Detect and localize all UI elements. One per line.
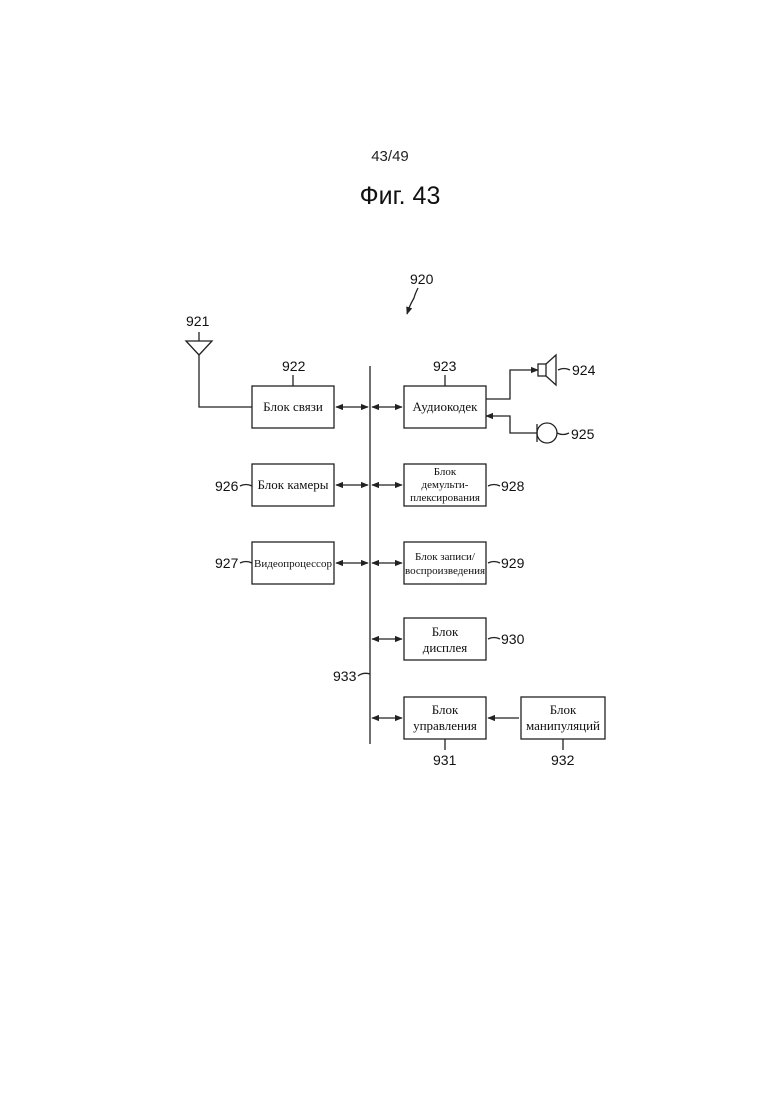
ref-923: 923 — [433, 358, 457, 374]
speaker-wire — [486, 370, 538, 399]
control-label-1: Блок — [432, 702, 459, 717]
ref-928: 928 — [501, 478, 525, 494]
demux-label-1: Блок — [434, 466, 457, 478]
antenna-icon — [186, 341, 212, 355]
camera-block-label: Блок камеры — [258, 477, 329, 492]
mic-icon — [537, 423, 557, 443]
ref-924-leader — [558, 369, 570, 371]
comm-block-label: Блок связи — [263, 399, 323, 414]
ref-928-leader — [488, 485, 500, 487]
ref-929: 929 — [501, 555, 525, 571]
display-label-2: дисплея — [423, 640, 468, 655]
ref-925-leader — [557, 433, 569, 435]
control-label-2: управления — [413, 718, 477, 733]
record-label-1: Блок записи/ — [415, 551, 476, 563]
demux-label-2: демульти- — [422, 479, 469, 491]
ref-932: 932 — [551, 752, 575, 768]
ref-926: 926 — [215, 478, 239, 494]
ref-926-leader — [240, 485, 252, 487]
mic-wire — [486, 416, 537, 433]
ref-925: 925 — [571, 426, 595, 442]
ref-930: 930 — [501, 631, 525, 647]
video-processor-label: Видеопроцессор — [254, 558, 332, 570]
ref-922: 922 — [282, 358, 306, 374]
audio-codec-label: Аудиокодек — [413, 399, 479, 414]
manipulation-label-1: Блок — [550, 702, 577, 717]
record-label-2: воспроизведения — [405, 565, 485, 577]
ref-929-leader — [488, 562, 500, 564]
ref-927: 927 — [215, 555, 239, 571]
manipulation-label-2: манипуляций — [526, 718, 600, 733]
ref-931: 931 — [433, 752, 457, 768]
ref-930-leader — [488, 638, 500, 640]
display-label-1: Блок — [432, 624, 459, 639]
ref-924: 924 — [572, 362, 596, 378]
speaker-icon — [546, 355, 556, 385]
antenna-wire — [199, 355, 252, 407]
record-block — [404, 542, 486, 584]
ref-920: 920 — [410, 271, 434, 287]
speaker-icon-body — [538, 364, 546, 376]
ref-920-leader — [407, 288, 418, 314]
ref-921: 921 — [186, 313, 210, 329]
ref-933: 933 — [333, 668, 357, 684]
ref-933-leader — [358, 673, 370, 676]
demux-label-3: плексирования — [410, 492, 480, 504]
ref-927-leader — [240, 562, 252, 564]
